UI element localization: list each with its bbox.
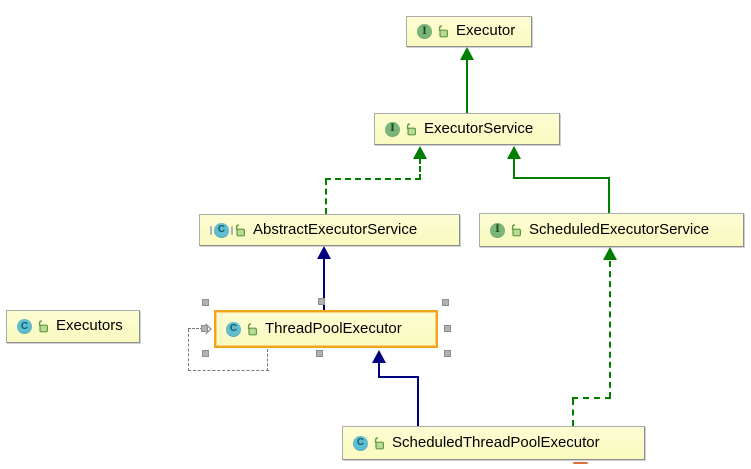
edge-segment[interactable] [609,261,611,398]
edge-segment[interactable] [513,177,610,179]
node-abstract-executor-service[interactable]: C AbstractExecutorService [199,214,460,246]
edge-segment[interactable] [325,179,327,214]
selection-handle-bottom-right[interactable] [444,350,451,357]
class-icon-letter: C [356,437,365,448]
selection-handle-middle-left[interactable] [201,325,208,332]
edge-segment[interactable] [378,376,419,378]
node-label: AbstractExecutorService [253,220,418,238]
unlocked-padlock-icon [38,320,49,333]
unlocked-padlock-icon [374,436,385,449]
unlocked-padlock-icon [247,322,258,335]
interface-icon: I [490,222,505,238]
node-scheduled-executor-service[interactable]: I ScheduledExecutorService [479,213,744,247]
orange-tick-marker [573,462,588,464]
unlocked-padlock-icon [235,223,246,236]
class-icon-letter: C [229,323,238,334]
node-label: ScheduledExecutorService [529,220,710,238]
interface-icon: I [417,24,432,39]
edge-segment[interactable] [513,158,515,179]
edge-segment[interactable] [466,58,468,113]
class-icon-letter: C [217,224,226,235]
interface-icon: I [385,121,400,137]
edge-segment[interactable] [188,328,203,329]
selection-handle-top-center[interactable] [318,298,325,305]
selection-handle-top-right[interactable] [442,299,449,306]
edge-segment[interactable] [378,363,380,377]
node-label: Executor [456,22,516,39]
interface-icon-letter: I [495,224,500,235]
node-executor[interactable]: I Executor [406,16,532,47]
edge-segment[interactable] [572,397,611,399]
unlocked-padlock-icon [406,122,417,135]
extends-arrowhead-icon [317,246,331,259]
node-executor-service[interactable]: I ExecutorService [374,113,560,145]
edge-segment[interactable] [188,370,269,371]
abstract-class-icon: C [210,222,233,238]
edge-segment[interactable] [325,178,421,180]
node-label: ExecutorService [424,119,534,137]
class-icon-letter: C [20,320,29,332]
edge-segment[interactable] [323,258,325,311]
class-icon: C [353,435,368,451]
node-label: Executors [56,317,123,334]
selection-handle-top-left[interactable] [202,299,209,306]
class-icon: C [17,319,32,334]
edge-segment[interactable] [267,349,268,371]
selection-handle-middle-right[interactable] [444,325,451,332]
node-executors[interactable]: C Executors [6,310,140,343]
edge-segment[interactable] [572,399,574,426]
extends-arrowhead-icon [507,146,521,159]
edge-segment[interactable] [608,178,610,214]
edge-segment[interactable] [417,377,419,426]
implements-arrowhead-icon [603,247,617,260]
node-thread-pool-executor[interactable]: C ThreadPoolExecutor [214,310,438,348]
extends-arrowhead-icon [460,47,474,60]
unlocked-padlock-icon [511,223,522,236]
class-icon: C [226,321,241,337]
implements-arrowhead-icon [413,146,427,159]
selection-handle-bottom-center[interactable] [316,350,323,357]
edge-segment[interactable] [188,329,189,371]
edge-segment[interactable] [419,158,421,180]
node-scheduled-thread-pool-executor[interactable]: C ScheduledThreadPoolExecutor [342,426,645,460]
selection-handle-bottom-left[interactable] [202,350,209,357]
node-label: ScheduledThreadPoolExecutor [392,433,600,451]
unlocked-padlock-icon [438,25,449,38]
interface-icon-letter: I [390,123,395,134]
interface-icon-letter: I [422,25,427,37]
extends-arrowhead-icon [372,350,386,363]
node-label: ThreadPoolExecutor [265,319,402,337]
